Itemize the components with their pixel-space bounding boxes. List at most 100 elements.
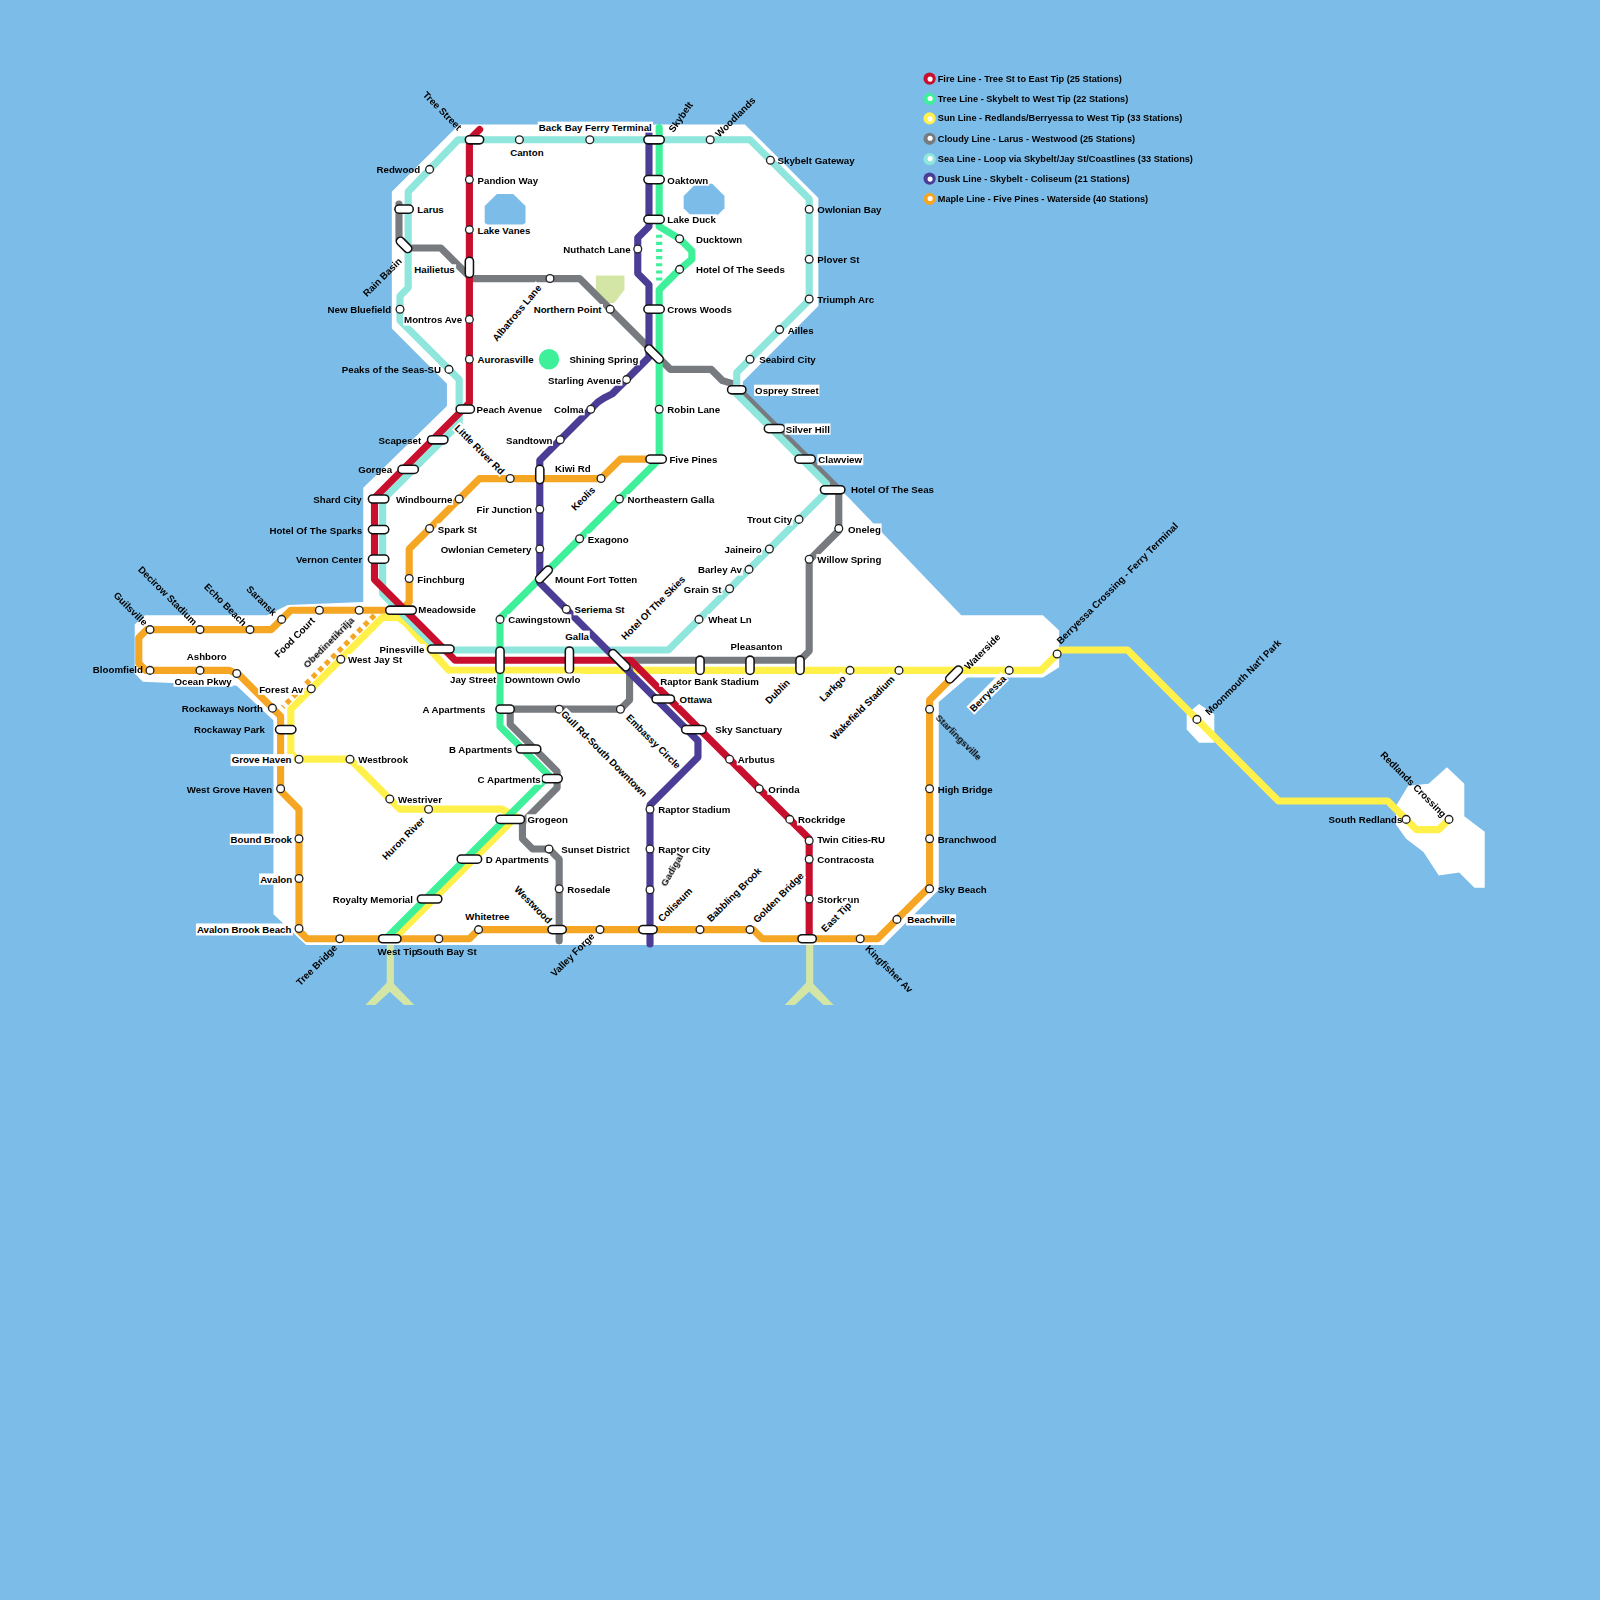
station-label: Exagono: [587, 533, 630, 544]
station-marker: [634, 245, 642, 253]
station-label: Mount Fort Totten: [554, 573, 638, 584]
station-marker: [776, 326, 784, 334]
station-label: Kiwi Rd: [554, 463, 592, 474]
swatch-dot: [927, 176, 932, 181]
station-marker: [586, 136, 594, 144]
station-label: Shining Spring: [568, 354, 639, 365]
station-marker: [233, 670, 241, 678]
interchange-marker: [368, 495, 388, 503]
station-label: Pandion Way: [477, 174, 540, 185]
station-marker: [746, 355, 754, 363]
station-marker: [295, 875, 303, 883]
station-label: Shard City: [312, 493, 363, 504]
pier: [365, 980, 414, 1006]
station-marker: [646, 845, 654, 853]
station-label: Grogeon: [527, 814, 569, 825]
station-marker: [445, 366, 453, 374]
station-marker: [746, 926, 754, 934]
station-label: Peach Avenue: [476, 404, 544, 415]
station-label: Silver Hill: [785, 423, 831, 434]
station-marker: [587, 405, 595, 413]
sun-line: [291, 617, 1449, 938]
station-label: Hotel Of The Sparks: [268, 524, 363, 535]
station-marker: [1402, 816, 1410, 824]
station-label: Sandtown: [505, 434, 553, 445]
swatch-dot: [927, 156, 932, 161]
station-marker: [556, 436, 564, 444]
station-marker: [466, 226, 474, 234]
station-label: High Bridge: [937, 783, 994, 794]
station-marker: [616, 495, 624, 503]
station-marker: [706, 136, 714, 144]
interchange-marker: [428, 436, 448, 444]
station-label: Berryessa: [966, 672, 1009, 715]
station-label: Skybelt: [665, 98, 695, 134]
station-label: Bound Brook: [230, 833, 293, 844]
station-label: Crows Woods: [666, 304, 733, 315]
station-label: Branchwood: [937, 833, 998, 844]
station-label: Bloomfield: [92, 664, 144, 675]
station-label: Hotel Of The Seeds: [695, 264, 786, 275]
station-marker: [805, 295, 813, 303]
station-label: Canton: [509, 146, 544, 157]
station-label: Forest Av: [258, 683, 304, 694]
station-label: Saransk: [243, 582, 279, 618]
station-marker: [562, 605, 570, 613]
station-label: Trout City: [746, 514, 793, 525]
swatch-dot: [927, 136, 932, 141]
interchange-marker: [368, 526, 388, 534]
interchange-marker: [465, 136, 483, 144]
station-marker: [1445, 816, 1453, 824]
station-label: Grain St: [683, 583, 723, 594]
station-marker: [856, 935, 864, 943]
station-label: Dublin: [762, 675, 793, 706]
station-marker: [726, 585, 734, 593]
station-label: Sky Sanctuary: [714, 723, 783, 734]
station-label: Redwood: [376, 164, 422, 175]
station-label: Little River Rd: [452, 421, 508, 477]
station-label: Cawingstown: [507, 614, 572, 625]
station-label: West Jay St: [347, 654, 403, 665]
station-marker: [617, 705, 625, 713]
station-label: Windbourne: [395, 493, 453, 504]
station-marker: [346, 755, 354, 763]
station-marker: [767, 156, 775, 164]
station-label: Gadigal: [657, 850, 686, 888]
legend-swatch: [923, 133, 935, 145]
station-label: Robin Lane: [666, 404, 721, 415]
legend-text: Tree Line - Skybelt to West Tip (22 Stat…: [938, 93, 1129, 105]
station-marker: [1193, 716, 1201, 724]
station-label: Oaktown: [666, 174, 709, 185]
station-marker: [745, 566, 753, 574]
station-marker: [695, 616, 703, 624]
station-label: Jay Street: [449, 673, 497, 684]
station-label: Raptor City: [657, 843, 711, 854]
station-label: Westriver: [397, 793, 443, 804]
station-label: Aurorasville: [477, 354, 535, 365]
station-marker: [606, 305, 614, 313]
station-label: Valley Forge: [548, 929, 598, 979]
interchange-marker: [456, 405, 474, 413]
station-label: Galla: [564, 630, 590, 641]
station-label: West Grove Haven: [186, 783, 274, 794]
station-marker: [795, 516, 803, 524]
interchange-marker: [795, 455, 815, 463]
station-marker: [337, 655, 345, 663]
station-label: New Bluefield: [327, 304, 393, 315]
station-label: Vernon Center: [295, 554, 363, 565]
station-marker: [426, 166, 434, 174]
interchange-marker: [607, 648, 632, 673]
legend-text: Cloudy Line - Larus - Westwood (25 Stati…: [938, 133, 1135, 145]
station-label: Peaks of the Seas-SU: [341, 364, 442, 375]
station-label: Rain Basin: [359, 254, 404, 299]
station-marker: [246, 626, 254, 634]
station-label: Beachville: [906, 914, 956, 925]
maple-line: [139, 459, 954, 939]
station-label: Five Pines: [668, 454, 718, 465]
station-marker: [596, 926, 604, 934]
station-marker: [196, 626, 204, 634]
interchange-marker: [639, 926, 657, 934]
station-marker: [396, 305, 404, 313]
station-marker: [676, 235, 684, 243]
station-label: Twin Cities-RU: [816, 833, 886, 844]
